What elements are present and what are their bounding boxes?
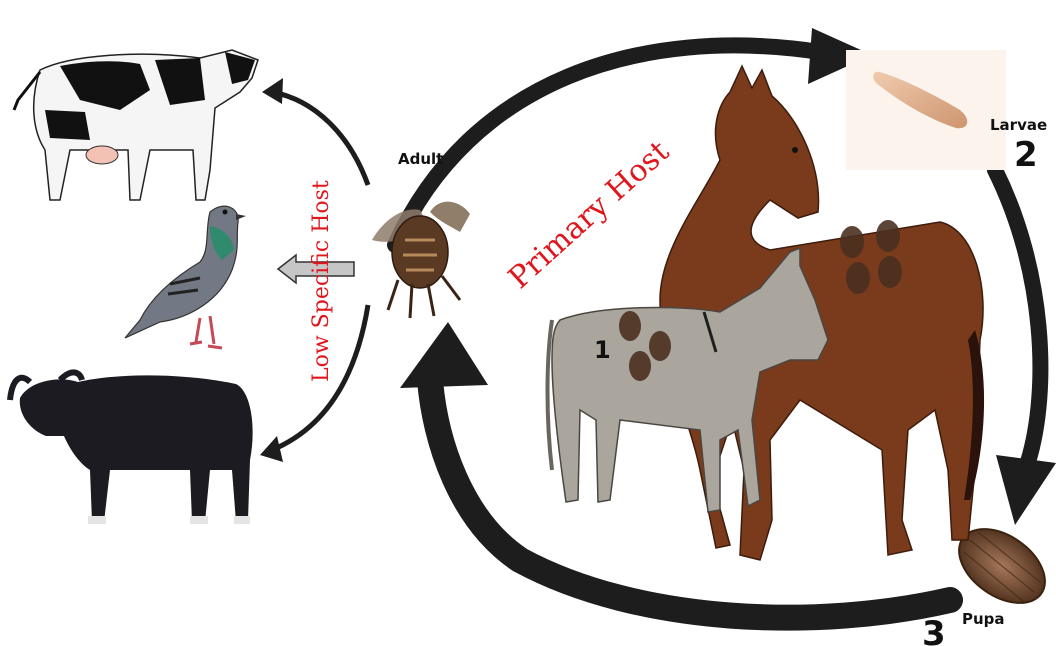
larvae-label: Larvae <box>990 116 1047 134</box>
cow-icon <box>14 50 258 200</box>
primary-host-label: Primary Host <box>502 134 676 296</box>
arrow-to-cow <box>262 78 368 185</box>
stage-number-1: 1 <box>594 336 611 364</box>
pupa-label: Pupa <box>962 610 1005 628</box>
arrow-larvae-to-pupa <box>995 170 1056 525</box>
stage-number-3: 3 <box>922 614 946 646</box>
buffalo-icon <box>10 372 253 524</box>
larva-icon <box>846 50 1006 170</box>
adult-fly-icon <box>372 202 470 318</box>
stage-number-2: 2 <box>1014 135 1038 175</box>
adult-label: Adult <box>398 150 443 168</box>
pigeon-icon <box>125 206 246 348</box>
low-specific-host-label: Low Specific Host <box>309 180 334 382</box>
